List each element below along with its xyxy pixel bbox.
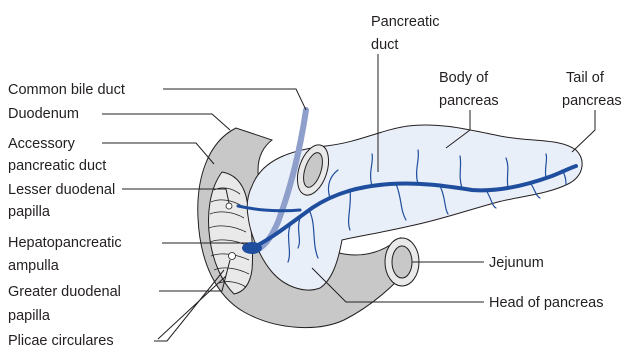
label-lesser-papilla-2: papilla <box>8 204 51 220</box>
label-head: Head of pancreas <box>489 295 603 311</box>
label-pancreatic-duct-2: duct <box>371 37 398 53</box>
label-ampulla-2: ampulla <box>8 258 60 274</box>
label-plicae: Plicae circulares <box>8 333 114 349</box>
greater-papilla-mark <box>229 253 236 260</box>
lesser-papilla-mark <box>226 203 232 209</box>
label-lesser-papilla-1: Lesser duodenal <box>8 182 115 198</box>
label-body-2: pancreas <box>439 93 499 109</box>
label-ampulla-1: Hepatopancreatic <box>8 235 122 251</box>
label-tail-2: pancreas <box>562 93 622 109</box>
label-tail-1: Tail of <box>566 70 605 86</box>
jejunum-lumen <box>392 246 412 278</box>
label-accessory-duct-1: Accessory <box>8 136 76 152</box>
label-body-1: Body of <box>439 70 489 86</box>
label-jejunum: Jejunum <box>489 255 544 271</box>
label-pancreatic-duct-1: Pancreatic <box>371 14 440 30</box>
label-greater-papilla-1: Greater duodenal <box>8 284 121 300</box>
label-greater-papilla-2: papilla <box>8 308 51 324</box>
label-common-bile-duct: Common bile duct <box>8 82 125 98</box>
label-accessory-duct-2: pancreatic duct <box>8 158 106 174</box>
label-duodenum: Duodenum <box>8 106 79 122</box>
